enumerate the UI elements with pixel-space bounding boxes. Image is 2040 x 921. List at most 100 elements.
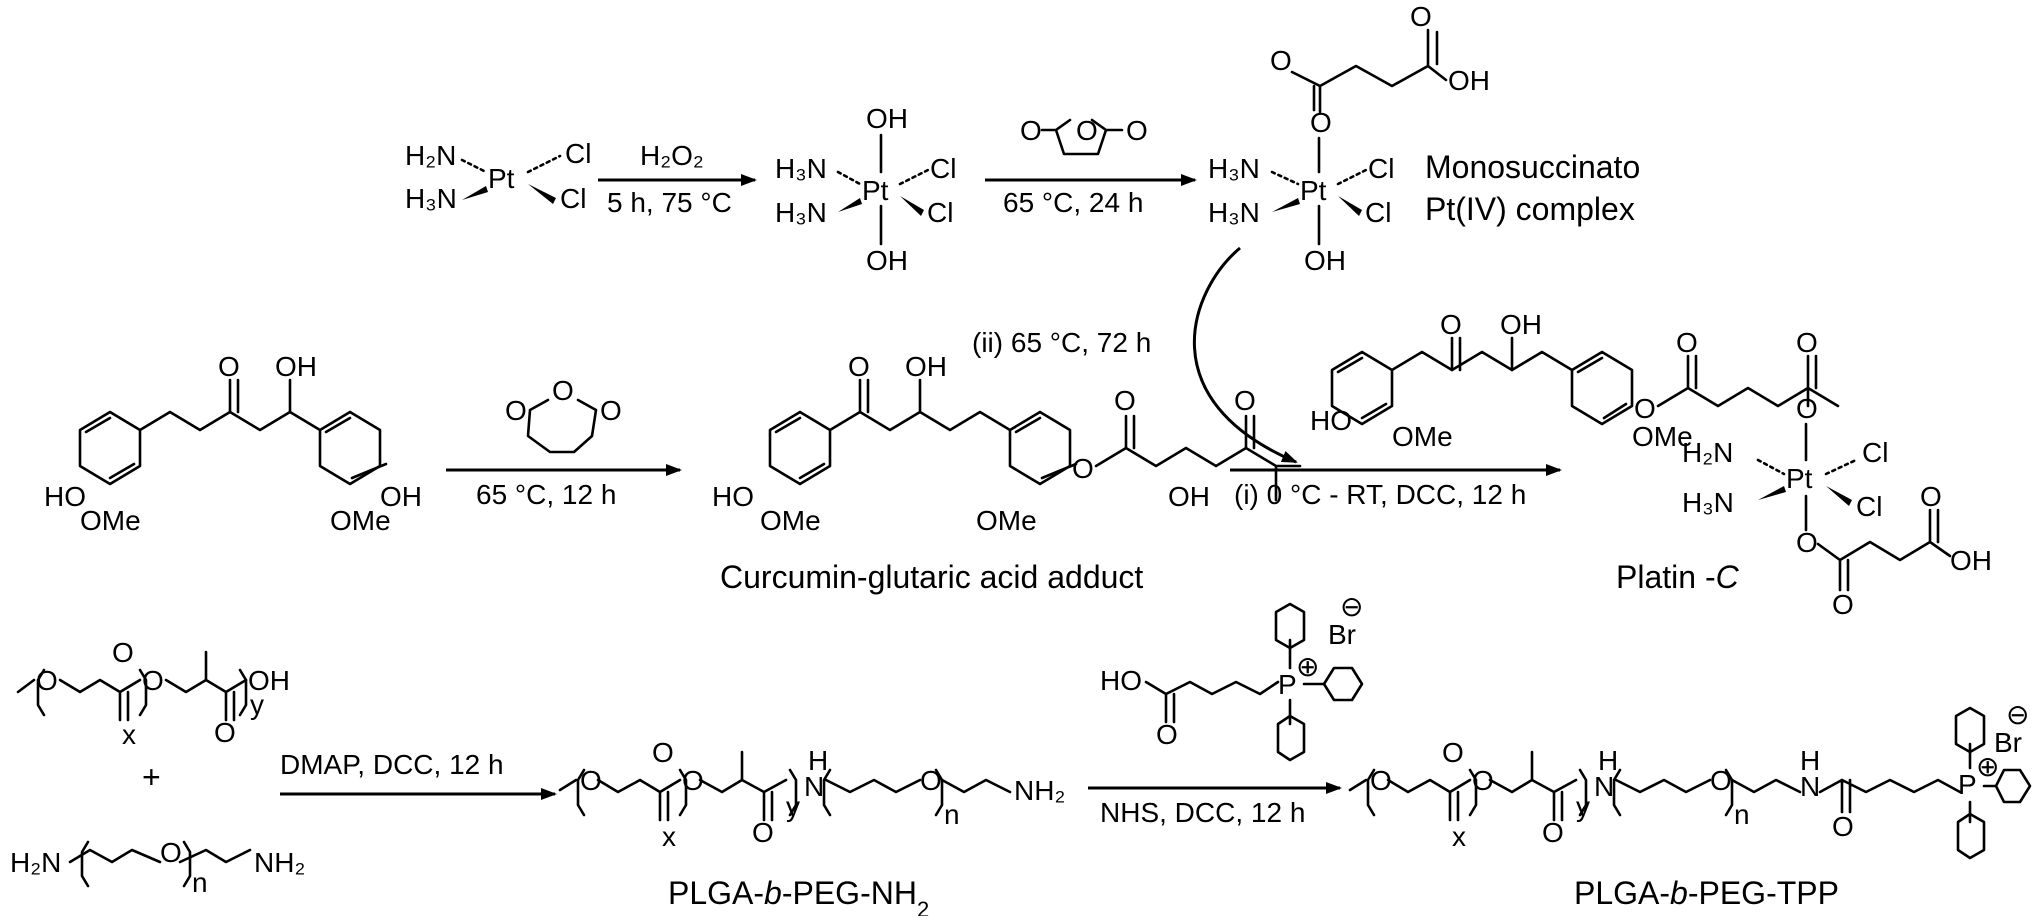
atom-h: H: [1598, 745, 1618, 776]
atom-ho: HO: [712, 481, 754, 512]
atom-pt: Pt: [862, 175, 889, 206]
anion-charge: ⊖: [1340, 591, 1363, 622]
plga-structure: O O O OH O x y: [16, 637, 290, 750]
reaction-arrow-5: DMAP, DCC, 12 h: [280, 749, 557, 800]
atom-h: H: [1800, 745, 1820, 776]
atom-oh: OH: [1500, 309, 1542, 340]
atom-o: O: [1634, 393, 1656, 424]
atom-o: O: [214, 717, 236, 748]
atom-o: O: [1310, 107, 1332, 138]
atom-o: O: [682, 765, 704, 796]
caption-part-a: PLGA-: [1574, 875, 1670, 911]
atom-h3n: H₃N: [775, 153, 827, 184]
arrow-reagent-label: DMAP, DCC, 12 h: [280, 749, 504, 780]
reaction-arrow-3: 65 °C, 12 h O O O: [446, 375, 682, 510]
atom-o: O: [552, 375, 574, 406]
subscript-n: n: [1734, 799, 1750, 830]
atom-o: O: [1370, 765, 1392, 796]
plga-peg-tpp-structure: O O O O H N O H N O x y n P ⊕ Br ⊖: [1348, 699, 2032, 860]
atom-cl: Cl: [1368, 153, 1394, 184]
atom-o: O: [752, 817, 774, 848]
arrow-condition-label: 65 °C, 12 h: [476, 479, 616, 510]
atom-o: O: [848, 351, 870, 382]
atom-o: O: [1234, 385, 1256, 416]
atom-o: O: [1710, 765, 1732, 796]
atom-o: O: [1410, 1, 1432, 32]
atom-o: O: [1114, 385, 1136, 416]
atom-o: O: [1796, 327, 1818, 358]
subscript-x: x: [122, 719, 136, 750]
atom-h2n: H₂N: [1682, 437, 1733, 468]
atom-oh: OH: [866, 245, 908, 276]
atom-o: O: [652, 737, 674, 768]
atom-h3n: H₃N: [1682, 487, 1734, 518]
atom-o: O: [112, 637, 134, 668]
plus-sign: +: [142, 759, 161, 795]
product-name-line1: Monosuccinato: [1425, 149, 1640, 185]
atom-o: O: [1440, 309, 1462, 340]
atom-oh: OH: [380, 481, 422, 512]
subscript-x: x: [1452, 821, 1466, 852]
atom-oh: OH: [248, 665, 290, 696]
curved-arrow-label: (ii) 65 °C, 72 h: [972, 327, 1151, 358]
atom-p: P: [1278, 669, 1297, 700]
arrow-condition-label: (i) 0 °C - RT, DCC, 12 h: [1234, 479, 1526, 510]
subscript-n: n: [192, 867, 208, 898]
caption-part-c: -PEG-NH: [782, 875, 917, 911]
atom-n: N: [1594, 771, 1614, 802]
atom-ome: OMe: [80, 505, 141, 536]
cisplatin-structure: H₂N H₃N Pt Cl Cl: [405, 138, 591, 214]
caption-part-c: -PEG-TPP: [1688, 875, 1839, 911]
adduct-caption: Curcumin-glutaric acid adduct: [720, 559, 1143, 595]
bromide-label: Br: [1994, 727, 2022, 758]
oxoplatin-structure: OH H₃N H₃N Pt Cl Cl OH: [775, 103, 956, 276]
monosuccinato-pt-structure: O O OH O H₃N H₃N Pt Cl Cl OH: [1208, 1, 1490, 276]
atom-oh: OH: [866, 103, 908, 134]
atom-o: O: [1832, 589, 1854, 620]
caption-part-b: b: [764, 875, 782, 911]
subscript-y: y: [786, 791, 800, 822]
atom-o: O: [580, 765, 602, 796]
atom-ome: OMe: [330, 505, 391, 536]
atom-o: O: [1832, 811, 1854, 842]
atom-o: O: [142, 665, 164, 696]
atom-o: O: [920, 765, 942, 796]
atom-pt: Pt: [488, 163, 515, 194]
platin-c-caption: Platin -C: [1616, 559, 1740, 595]
atom-cl: Cl: [1365, 197, 1391, 228]
atom-cl: Cl: [930, 153, 956, 184]
atom-cl: Cl: [1862, 437, 1888, 468]
carboxypentyl-tpp-structure: HO O P ⊕ Br ⊖: [1100, 591, 1363, 762]
atom-h2n: H₂N: [10, 847, 61, 878]
atom-cl: Cl: [1856, 491, 1882, 522]
atom-oh: OH: [1448, 65, 1490, 96]
atom-n: N: [1800, 771, 1820, 802]
reaction-arrow-2: 65 °C, 24 h O O O: [985, 115, 1197, 218]
glutaric-anhydride-structure: O O O: [505, 375, 622, 454]
platin-c-structure: O OH O O O O HO OMe OMe H₂N H₃N Pt Cl Cl…: [1310, 309, 1992, 620]
charge-plus: ⊕: [1976, 751, 1999, 782]
anion-charge: ⊖: [2006, 699, 2029, 730]
curved-arrow: (ii) 65 °C, 72 h: [972, 246, 1298, 464]
product-name-line2: Pt(IV) complex: [1425, 191, 1635, 227]
plga-peg-nh2-caption: PLGA-b-PEG-NH2: [668, 875, 929, 916]
atom-h3n: H₃N: [1208, 153, 1260, 184]
atom-p: P: [1958, 769, 1977, 800]
atom-o: O: [1796, 527, 1818, 558]
atom-oh: OH: [275, 351, 317, 382]
atom-o: O: [505, 395, 527, 426]
atom-oh: OH: [1304, 245, 1346, 276]
atom-o: O: [36, 665, 58, 696]
reaction-arrow-4: (i) 0 °C - RT, DCC, 12 h: [1230, 464, 1562, 510]
succinic-anhydride-structure: O O O: [1020, 115, 1148, 156]
atom-o: O: [1126, 115, 1148, 146]
atom-cl: Cl: [560, 183, 586, 214]
atom-ome: OMe: [760, 505, 821, 536]
atom-nh2: NH₂: [254, 847, 305, 878]
atom-cl: Cl: [565, 138, 591, 169]
atom-h3n: H₃N: [405, 183, 457, 214]
arrow-reagent-label: H₂O₂: [640, 140, 704, 171]
arrow-condition-label: NHS, DCC, 12 h: [1100, 797, 1305, 828]
atom-n: N: [804, 771, 824, 802]
